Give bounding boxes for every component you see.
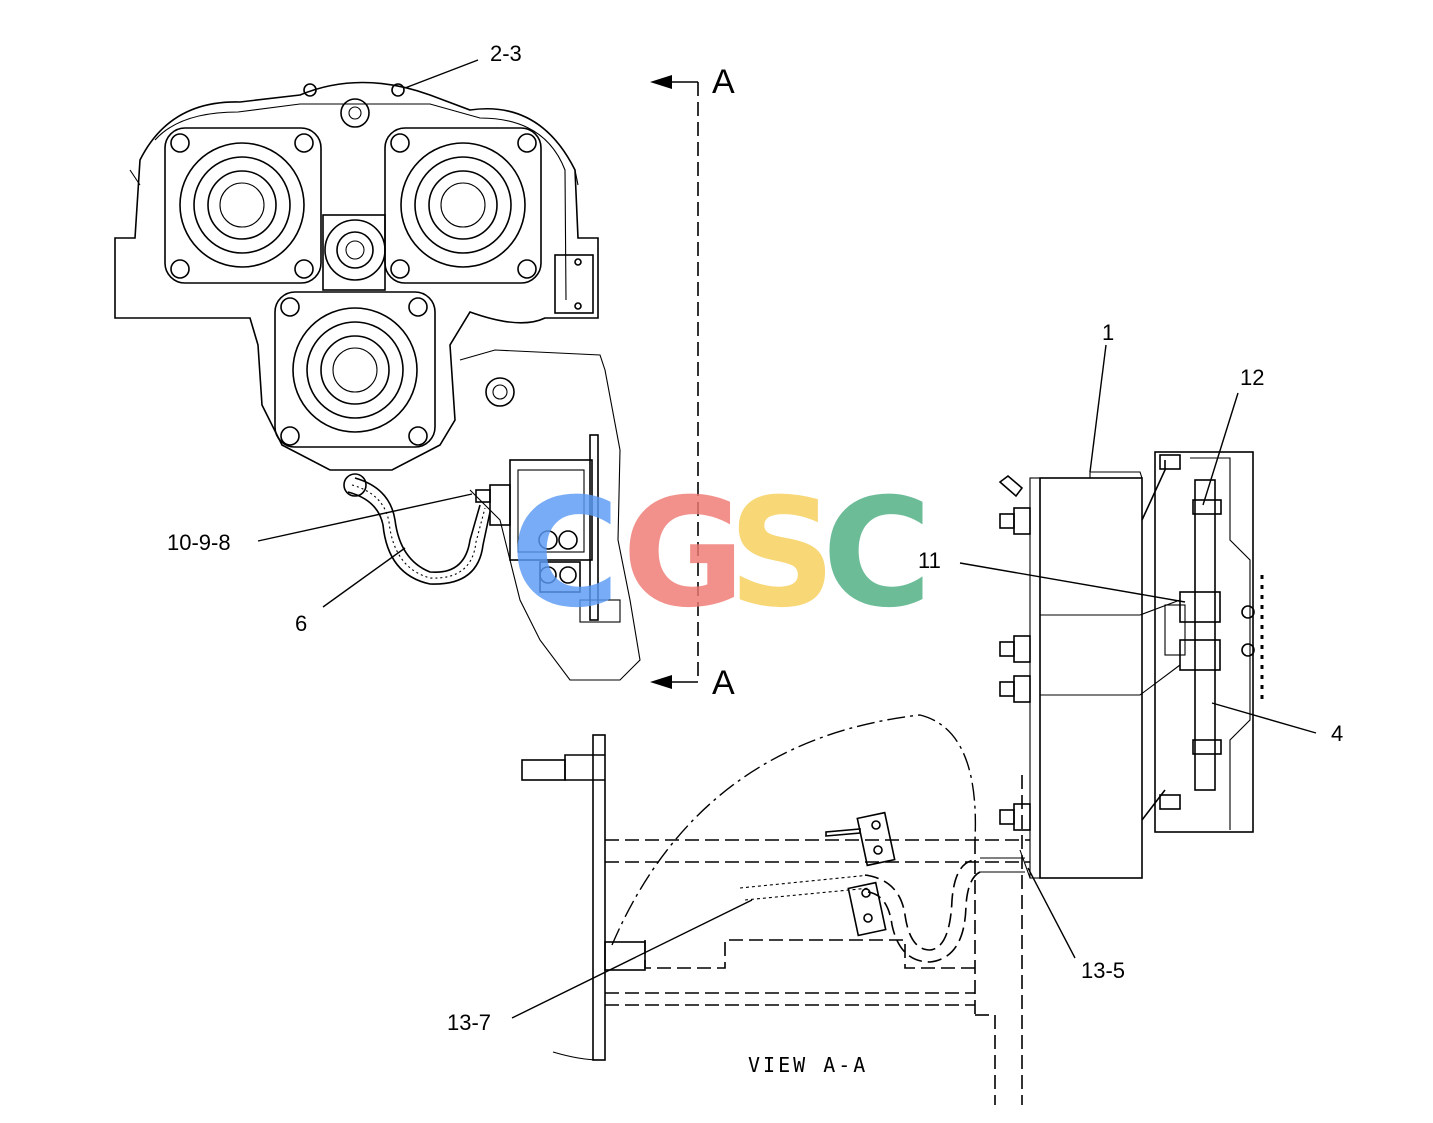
drive-unit-side-view (998, 451, 1264, 879)
callout-1: 1 (1102, 320, 1114, 345)
pressure-switch-block (475, 434, 621, 623)
section-marker-bottom: A (712, 664, 735, 702)
callouts: 2-3 1 12 10-9-8 6 11 4 13-5 13-7 (167, 41, 1343, 1035)
view-a-a-hose-and-fittings (739, 811, 1031, 963)
mounting-bolts (998, 474, 1031, 831)
watermark-letter-g: G (622, 467, 745, 641)
leader-lines (257, 59, 1317, 1019)
callout-10-9-8: 10-9-8 (167, 530, 231, 555)
section-line-a-a (650, 75, 699, 689)
view-a-a-frame (521, 714, 1030, 1105)
callout-12: 12 (1240, 365, 1264, 390)
section-marker-top: A (712, 63, 735, 101)
mounting-bracket (459, 349, 641, 681)
callout-2-3: 2-3 (490, 41, 522, 66)
watermark-letter-c2: C (822, 467, 932, 641)
hose-assembly (347, 477, 491, 585)
watermark-letter-c1: C (510, 467, 620, 641)
view-label: VIEW A-A (748, 1053, 868, 1077)
callout-6: 6 (295, 611, 307, 636)
callout-4: 4 (1331, 721, 1343, 746)
callout-13-5: 13-5 (1081, 958, 1125, 983)
pump-drive-housing (114, 81, 599, 497)
watermark: C G S C (510, 467, 932, 641)
watermark-letter-s: S (728, 467, 836, 641)
callout-13-7: 13-7 (447, 1010, 491, 1035)
callout-11: 11 (918, 548, 941, 573)
